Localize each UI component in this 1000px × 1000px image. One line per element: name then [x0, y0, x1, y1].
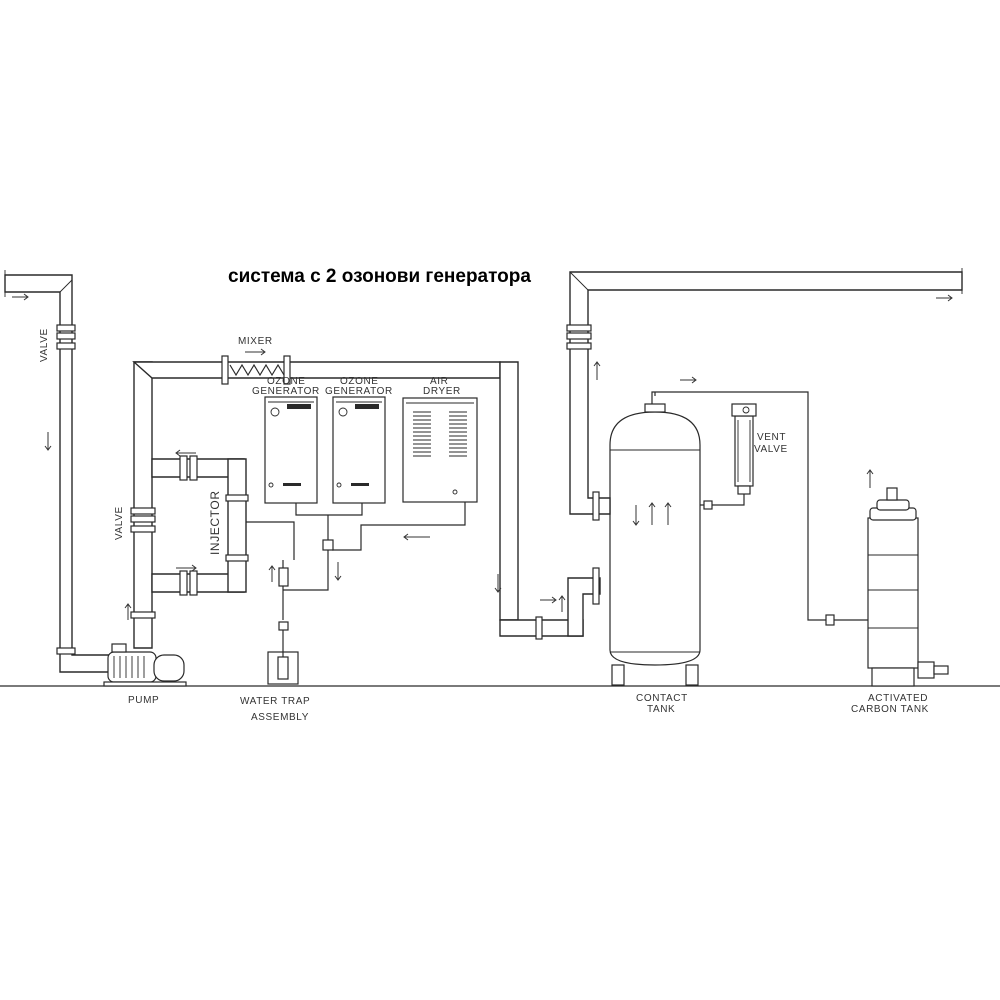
- pump: [103, 643, 187, 687]
- valve-mid-label: VALVE: [114, 506, 125, 540]
- gas-lines: [246, 502, 466, 631]
- arrow-right-icon: [680, 376, 697, 384]
- ozone-generator-2-label-line2: GENERATOR: [325, 386, 393, 397]
- arrow-right-icon: [176, 564, 197, 572]
- water-trap: [267, 630, 299, 685]
- arrow-right-icon: [540, 596, 557, 604]
- ozone-generator-2: [332, 396, 386, 504]
- vent-valve-label-line2: VALVE: [754, 444, 788, 455]
- air-dryer-label-line1: AIR: [430, 376, 448, 387]
- vent-line: [651, 391, 870, 626]
- arrow-left-icon: [403, 533, 430, 541]
- arrow-left-icon: [175, 449, 196, 457]
- valve-left-label: VALVE: [39, 328, 50, 362]
- ozone-generator-1-label-line2: GENERATOR: [252, 386, 320, 397]
- carbon-tank: [867, 487, 949, 687]
- inlet-pipe: [4, 270, 116, 673]
- arrow-down-icon: [44, 432, 52, 451]
- mixer: [221, 355, 291, 385]
- arrow-down-icon: [334, 562, 342, 581]
- outlet-pipe: [566, 268, 963, 521]
- air-dryer: [402, 397, 478, 503]
- injector-label: INJECTOR: [208, 490, 222, 555]
- contact-tank-label-line2: TANK: [647, 704, 675, 715]
- ozone-generator-2-label-line1: OZONE: [340, 376, 379, 387]
- carbon-tank-label-line2: CARBON TANK: [851, 704, 929, 715]
- arrow-up-icon: [866, 469, 874, 488]
- mixer-label: MIXER: [238, 336, 273, 347]
- arrow-right-icon: [12, 293, 29, 301]
- water-trap-label-line2: ASSEMBLY: [251, 712, 309, 723]
- arrow-up-icon: [593, 361, 601, 380]
- ozone-generator-1: [264, 396, 318, 504]
- arrow-down-icon: [494, 574, 502, 593]
- carbon-tank-label-line1: ACTIVATED: [868, 693, 928, 704]
- ozone-generator-1-label-line1: OZONE: [267, 376, 306, 387]
- pump-label: PUMP: [128, 695, 159, 706]
- arrow-right-icon: [245, 348, 266, 356]
- arrow-right-icon: [936, 294, 953, 302]
- arrow-up-icon: [124, 603, 132, 620]
- air-dryer-label-line2: DRYER: [423, 386, 461, 397]
- arrow-up-icon: [268, 565, 276, 582]
- arrow-up-icon: [558, 595, 566, 612]
- contact-tank-label-line1: CONTACT: [636, 693, 688, 704]
- contact-tank: [609, 403, 701, 686]
- vent-valve-label-line1: VENT: [757, 432, 786, 443]
- water-trap-label-line1: WATER TRAP: [240, 696, 310, 707]
- diagram-title: система с 2 озонови генератора: [228, 266, 531, 287]
